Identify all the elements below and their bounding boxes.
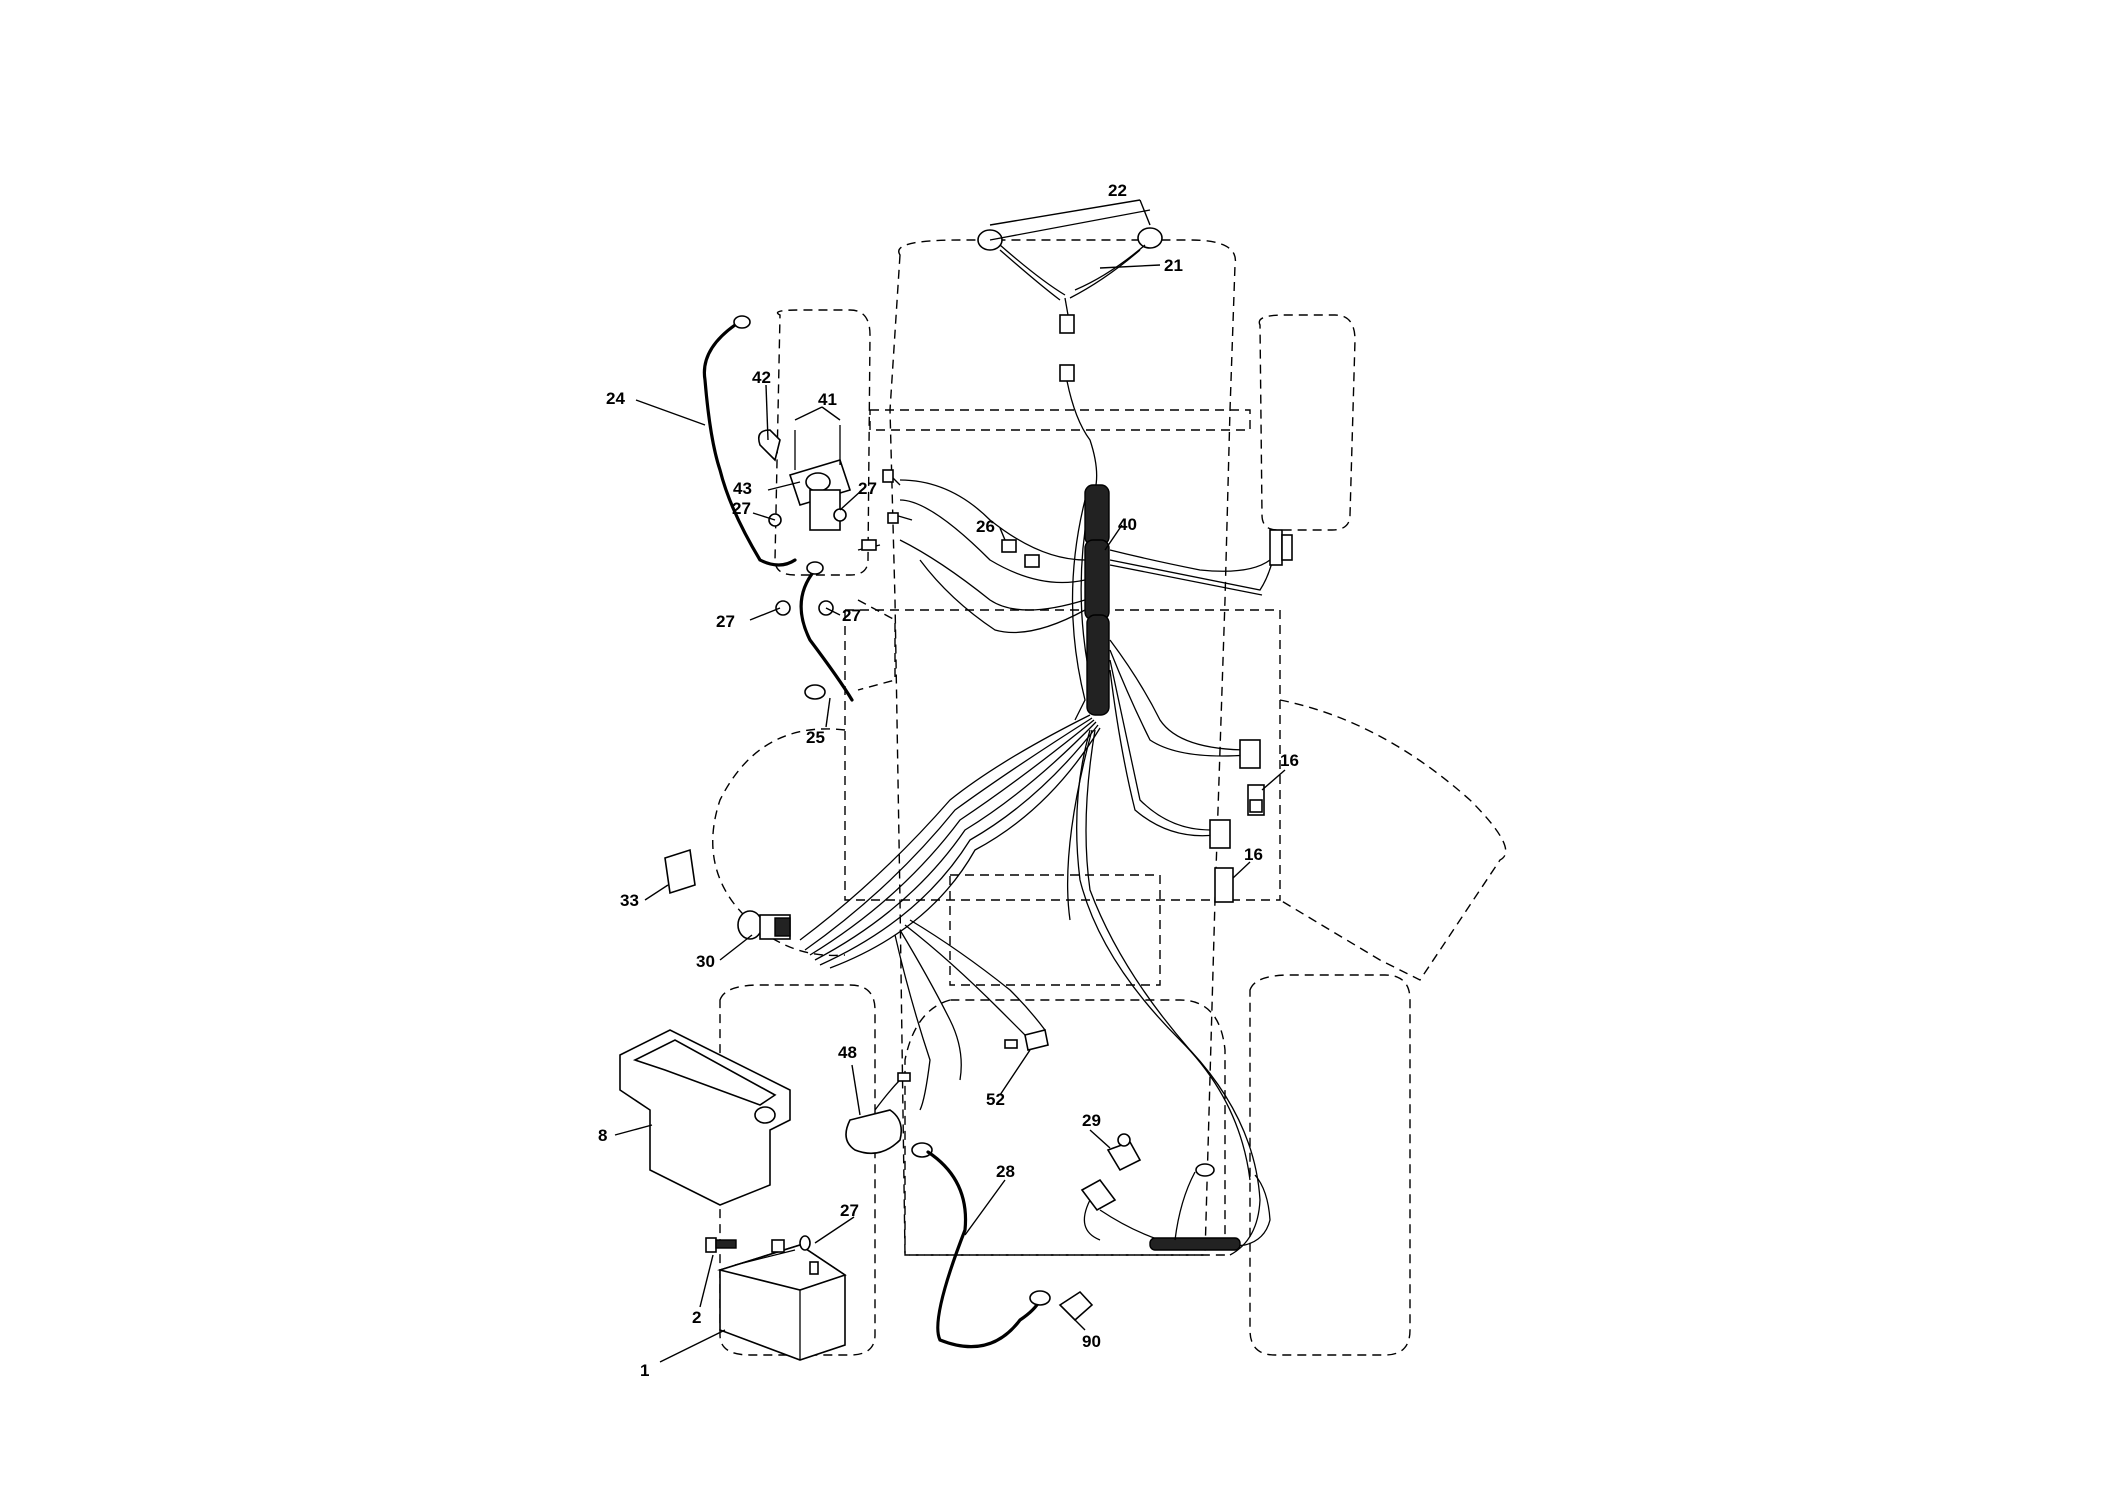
- callout-27-lower-right: 27: [842, 606, 861, 625]
- callout-27-right: 27: [858, 479, 877, 498]
- callout-25: 25: [806, 728, 825, 747]
- callout-42: 42: [752, 368, 771, 387]
- part-29-relay: [1106, 1133, 1142, 1172]
- callout-27-battery: 27: [840, 1201, 859, 1220]
- part-48: [845, 1072, 911, 1155]
- part-90-cap: [1058, 1290, 1094, 1322]
- callout-27-lower-left: 27: [716, 612, 735, 631]
- solenoid-assembly: [702, 315, 913, 702]
- connector-26: [1001, 539, 1040, 568]
- callout-labels: 22 21 24 42 41 43 27 27 27 27 27 26 40 2…: [598, 181, 1299, 1380]
- callout-2: 2: [692, 1308, 701, 1327]
- callout-48: 48: [838, 1043, 857, 1062]
- callout-41: 41: [818, 390, 837, 409]
- callout-90: 90: [1082, 1332, 1101, 1351]
- callout-40: 40: [1118, 515, 1137, 534]
- callout-27-left: 27: [732, 499, 751, 518]
- rear-coiled-harness: [1080, 1163, 1271, 1251]
- part-33-module: [664, 848, 696, 895]
- bolt-2: [705, 1237, 737, 1253]
- terminal-27: [771, 1235, 811, 1253]
- callout-16-upper: 16: [1280, 751, 1299, 770]
- tractor-outline: [712, 239, 1507, 1356]
- callout-1: 1: [640, 1361, 649, 1380]
- ground-cable: [911, 1142, 1051, 1349]
- callout-28: 28: [996, 1162, 1015, 1181]
- callout-52: 52: [986, 1090, 1005, 1109]
- callout-16-lower: 16: [1244, 845, 1263, 864]
- callout-8: 8: [598, 1126, 607, 1145]
- callout-33: 33: [620, 891, 639, 910]
- battery-box: [619, 1029, 791, 1206]
- ignition-switch: [737, 910, 791, 940]
- callout-leaders: [614, 199, 1286, 1363]
- callout-22: 22: [1108, 181, 1127, 200]
- main-wiring-harness: [799, 479, 1276, 1256]
- part-52: [1004, 1029, 1049, 1051]
- headlight-assembly: [977, 209, 1163, 491]
- callout-26: 26: [976, 517, 995, 536]
- callout-29: 29: [1082, 1111, 1101, 1130]
- callout-24: 24: [606, 389, 625, 408]
- battery: [717, 1244, 847, 1361]
- connector-16-lower: [1209, 819, 1234, 903]
- callout-30: 30: [696, 952, 715, 971]
- connector-16-upper: [1239, 739, 1265, 816]
- callout-21: 21: [1164, 256, 1183, 275]
- front-right-connector: [1109, 529, 1293, 572]
- callout-43: 43: [733, 479, 752, 498]
- harness-loom: [1084, 484, 1110, 716]
